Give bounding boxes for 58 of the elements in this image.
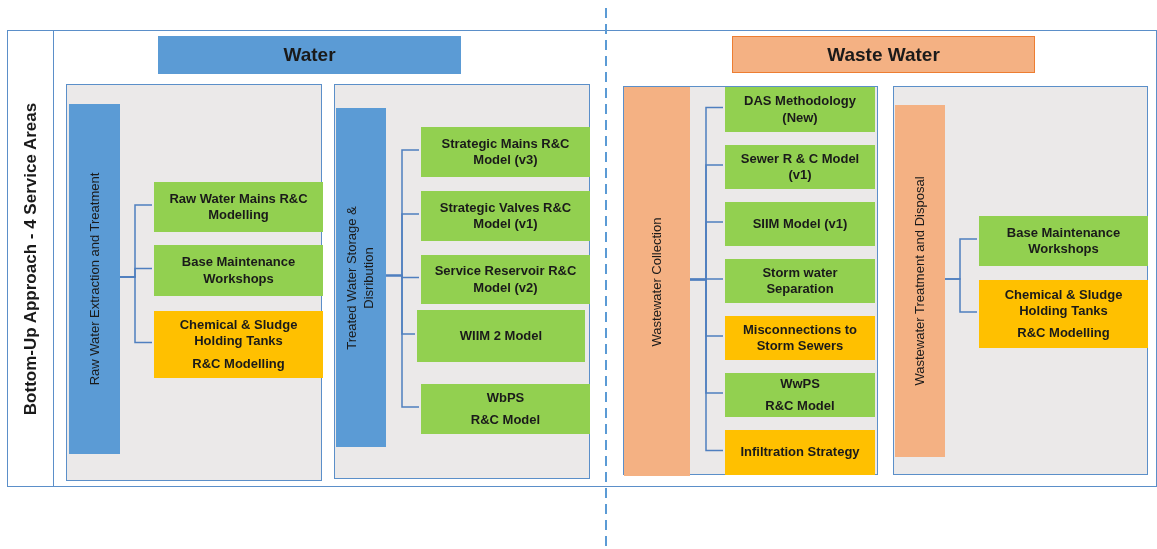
model-box (725, 202, 875, 246)
model-box (725, 259, 875, 303)
connector-line (687, 278, 724, 452)
category-bar (624, 87, 690, 476)
box-text: Service Reservoir R&C Model (v2) (433, 263, 578, 296)
box-text: SIIM Model (v1) (752, 215, 848, 233)
model-box (421, 127, 590, 177)
box-text: R&C Modelling (192, 355, 285, 372)
category-title: Wastewater Collection (648, 216, 665, 349)
box-text: Sewer R & C Model (v1) (739, 150, 861, 184)
model-box (979, 280, 1148, 348)
box-text: Chemical & Sludge Holding Tanks (178, 317, 299, 350)
category-title: Raw Water Extraction and Treatment (86, 171, 103, 388)
box-text: Base Maintenance Workshops (180, 254, 297, 287)
box-text: Base Maintenance Workshops (1005, 224, 1122, 258)
model-box (421, 384, 590, 434)
box-text: Strategic Mains R&C Model (v3) (440, 135, 571, 169)
model-box (725, 430, 875, 475)
category-panel (66, 84, 322, 481)
model-box (417, 310, 585, 362)
header-bar: Water (158, 36, 461, 74)
category-bar (69, 104, 120, 454)
model-box (725, 316, 875, 360)
category-panel (893, 86, 1148, 475)
category-panel (623, 86, 878, 475)
model-box (979, 216, 1148, 266)
category-bar (336, 108, 386, 447)
connector-line (942, 278, 978, 313)
category-panel (334, 84, 590, 479)
box-text: WbPS (486, 389, 525, 406)
connector-line (383, 274, 420, 408)
header-bar: Waste Water (732, 36, 1035, 73)
box-text: Raw Water Mains R&C Modelling (168, 190, 309, 224)
box-text: R&C Model (470, 412, 541, 429)
category-title: Treated Water Storage & Disribution (344, 204, 377, 352)
side-title: Bottom-Up Approach - 4 Service Areas (19, 102, 41, 415)
model-box (725, 145, 875, 189)
box-text: R&C Modelling (1017, 325, 1110, 342)
box-text: DAS Methodology (New) (743, 93, 857, 126)
category-bar (895, 105, 945, 457)
box-text: Strategic Valves R&C Model (v1) (438, 199, 573, 233)
box-text: Misconnections to Storm Sewers (741, 321, 859, 355)
connector-line (117, 276, 153, 344)
category-title: Wastewater Treatment and Disposal (911, 175, 928, 388)
box-text: R&C Model (765, 398, 835, 415)
model-box (421, 255, 590, 304)
box-text: WwPS (780, 375, 820, 392)
box-text: Storm water Separation (761, 264, 839, 298)
model-box (154, 245, 323, 296)
model-box (154, 311, 323, 378)
outer-frame (7, 30, 1157, 487)
box-text: WIIM 2 Model (459, 327, 543, 345)
model-box (725, 373, 875, 417)
box-text: Chemical & Sludge Holding Tanks (1003, 286, 1124, 320)
model-box (154, 182, 323, 232)
model-box (725, 87, 875, 132)
box-text: Infiltration Strategy (740, 444, 860, 461)
model-box (421, 191, 590, 241)
